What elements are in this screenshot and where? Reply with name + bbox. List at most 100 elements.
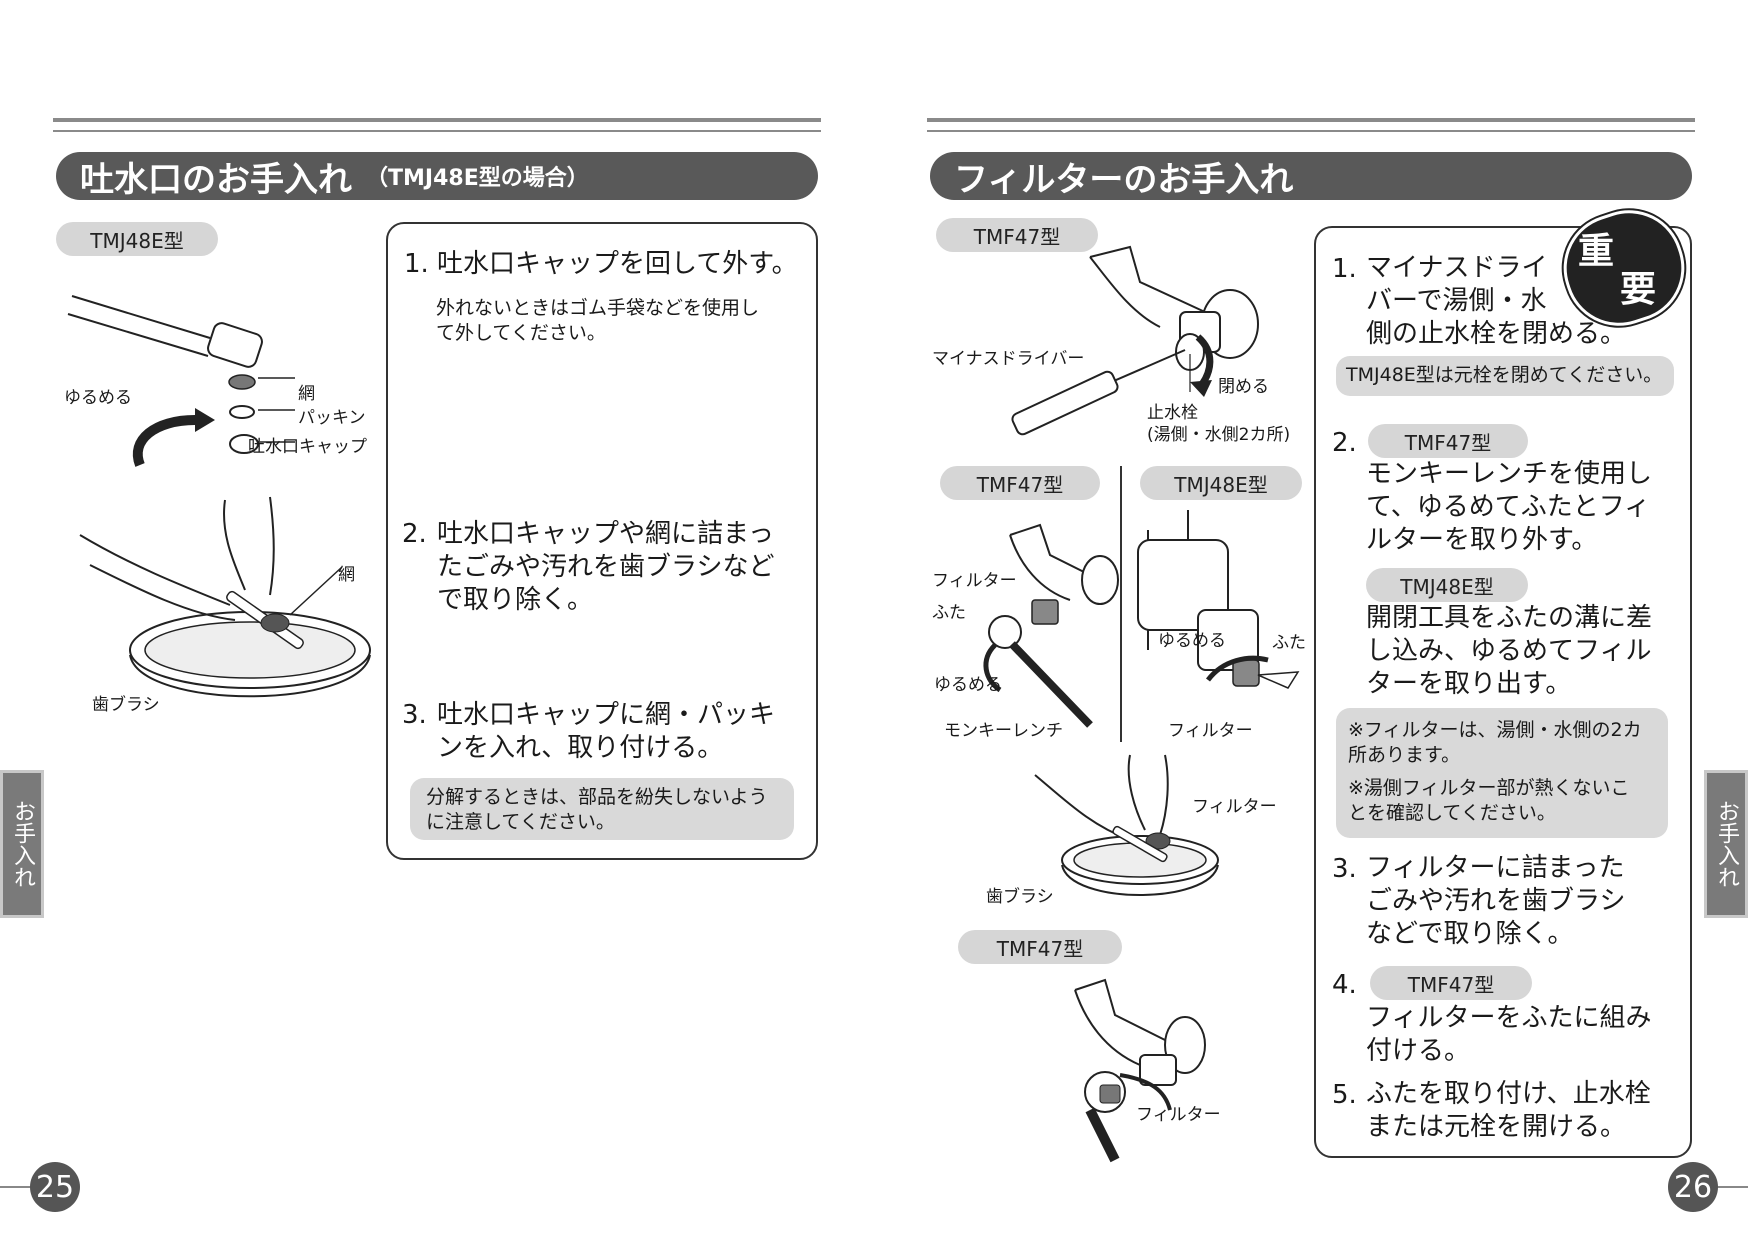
step-line: フィルターをふたに組み [1366, 1003, 1652, 1033]
model-pill-tmf47-mid: TMF47型 [940, 466, 1100, 500]
label-filter-a: フィルター [932, 571, 1017, 591]
label-stopcock-note: (湯側・水側2カ所) [1147, 425, 1291, 445]
label-lid-b: ふた [1272, 633, 1306, 653]
steps-box-left [386, 222, 818, 860]
step-number: 4. [1332, 970, 1357, 1000]
step-1-text: 吐水口キャップを回して外す。 [437, 248, 798, 281]
note-line: 外れないときはゴム手袋などを使用し [436, 297, 760, 319]
label-filter-d: フィルター [1136, 1105, 1221, 1125]
step-line: バーで湯側・水 [1366, 286, 1547, 316]
top-rule-left [53, 118, 821, 122]
step-line: て、ゆるめてふたとフィ [1366, 492, 1651, 522]
side-tab-right: お手入れ [1704, 770, 1748, 918]
note-line: とを確認してください。 [1348, 802, 1556, 824]
step-3-note: 分解するときは、部品を紛失しないよう に注意してください。 [426, 785, 768, 835]
top-rule-right [927, 118, 1695, 122]
model-pill-tmf47-bottom: TMF47型 [958, 930, 1122, 964]
section-title-text: フィルターのお手入れ [954, 159, 1294, 200]
section-title-left: 吐水口のお手入れ （TMJ48E型の場合） [56, 152, 818, 200]
step-number: 5. [1332, 1080, 1357, 1110]
step-4-pill: TMF47型 [1370, 966, 1532, 1000]
step-1-note-box [1336, 356, 1674, 396]
label-driver: マイナスドライバー [932, 349, 1085, 369]
side-tab-left: お手入れ [0, 770, 44, 918]
step-line: などで取り除く。 [1366, 919, 1574, 949]
step-line: ふたを取り付け、止水栓 [1366, 1079, 1651, 1109]
label-loosen-b: ゆるめる [1158, 631, 1226, 651]
filter-reassembly-illustration [1074, 978, 1206, 1163]
label-toothbrush-right: 歯ブラシ [986, 887, 1054, 907]
note-line: 分解するときは、部品を紛失しないよう [426, 786, 768, 808]
step-number: 1. [404, 249, 429, 279]
notes-box [1336, 708, 1668, 838]
page-number-right: 26 [1668, 1162, 1718, 1212]
step-line: ごみや汚れを歯ブラシ [1366, 886, 1626, 916]
faucet-spout-illustration [67, 295, 295, 467]
step-2-text-b: 開閉工具をふたの溝に差 し込み、ゆるめてフィル ターを取り出す。 [1366, 602, 1652, 701]
note-filter-count: ※フィルターは、湯側・水側の2カ 所あります。 [1348, 718, 1642, 768]
cleaning-bowl-illustration [79, 496, 371, 698]
step-line: マイナスドライ [1366, 253, 1548, 283]
step-number: 2. [402, 519, 427, 549]
label-net-2: 網 [338, 565, 355, 585]
label-loosen-a: ゆるめる [934, 675, 1002, 695]
label-wrench: モンキーレンチ [944, 721, 1063, 741]
note-line: ※湯側フィルター部が熱くないこ [1348, 777, 1630, 799]
step-line: 開閉工具をふたの溝に差 [1366, 603, 1653, 633]
label-close: 閉める [1218, 377, 1269, 397]
stopcock-driver-illustration [1011, 245, 1259, 436]
model-pill-tmf47: TMF47型 [936, 218, 1098, 252]
step-5-text: ふたを取り付け、止水栓 または元栓を開ける。 [1366, 1078, 1651, 1144]
label-lid-a: ふた [932, 603, 966, 623]
wrench-filter-illustration [983, 523, 1119, 728]
step-number: 1. [1332, 254, 1357, 284]
step-number: 3. [402, 700, 427, 730]
label-spout-cap: 吐水口キャップ [248, 437, 367, 457]
step-number: 2. [1332, 428, 1357, 458]
step-line: 吐水口キャップや網に詰まっ [437, 519, 774, 549]
model-pill-tmj48e: TMJ48E型 [56, 222, 218, 256]
model-pill-tmj48e-mid: TMJ48E型 [1140, 466, 1302, 500]
step-line: または元栓を開ける。 [1366, 1112, 1627, 1142]
step-line: で取り除く。 [437, 585, 594, 615]
page-number-line-left [0, 1186, 40, 1188]
step-line: し込み、ゆるめてフィル [1366, 636, 1652, 666]
label-stopcock: 止水栓 [1147, 403, 1198, 423]
section-title-right: フィルターのお手入れ [930, 152, 1692, 200]
label-packing: パッキン [298, 408, 366, 428]
step-line: 吐水口キャップを回して外す。 [437, 249, 798, 279]
step-line: 吐水口キャップに網・パッキ [437, 700, 776, 730]
important-badge-char-1: 重 [1578, 231, 1615, 272]
step-2-text: 吐水口キャップや網に詰まっ たごみや汚れを歯ブラシなど で取り除く。 [437, 518, 774, 617]
step-4-text: フィルターをふたに組み 付ける。 [1366, 1002, 1651, 1068]
step-number: 3. [1332, 854, 1357, 884]
step-2-pill-a: TMF47型 [1368, 424, 1528, 458]
step-line: フィルターに詰まった [1366, 853, 1625, 883]
divider-vertical [1120, 466, 1122, 742]
section-title-text: 吐水口のお手入れ [80, 159, 352, 200]
step-line: ルターを取り外す。 [1366, 525, 1598, 555]
step-line: ターを取り出す。 [1366, 669, 1572, 699]
label-net: 網 [298, 384, 315, 404]
step-line: 側の止水栓を閉める。 [1366, 319, 1627, 349]
step-3-text-right: フィルターに詰まった ごみや汚れを歯ブラシ などで取り除く。 [1366, 852, 1625, 951]
note-line: ※フィルターは、湯側・水側の2カ [1348, 719, 1642, 741]
step-3-text: 吐水口キャップに網・パッキ ンを入れ、取り付ける。 [437, 699, 775, 765]
page-number-line-right [1708, 1186, 1748, 1188]
page-number-left: 25 [30, 1162, 80, 1212]
top-rule-left-thin [53, 130, 821, 132]
step-line: モンキーレンチを使用し [1366, 459, 1653, 489]
step-1-note: 外れないときはゴム手袋などを使用し て外してください。 [436, 296, 759, 346]
filter-bowl-illustration [1034, 754, 1219, 896]
step-line: ンを入れ、取り付ける。 [437, 733, 724, 763]
step-2-pill-b: TMJ48E型 [1366, 568, 1528, 602]
step-1-text-right: マイナスドライ バーで湯側・水 側の止水栓を閉める。 [1366, 252, 1626, 351]
top-rule-right-thin [927, 130, 1695, 132]
label-filter-b: フィルター [1168, 721, 1253, 741]
section-title-suffix: （TMJ48E型の場合） [366, 166, 589, 191]
note-line: 所あります。 [1348, 744, 1461, 766]
step-2-text-a: モンキーレンチを使用し て、ゆるめてふたとフィ ルターを取り外す。 [1366, 458, 1652, 557]
label-loosen: ゆるめる [64, 388, 132, 408]
note-line: て外してください。 [436, 322, 606, 344]
label-filter-c: フィルター [1192, 797, 1277, 817]
